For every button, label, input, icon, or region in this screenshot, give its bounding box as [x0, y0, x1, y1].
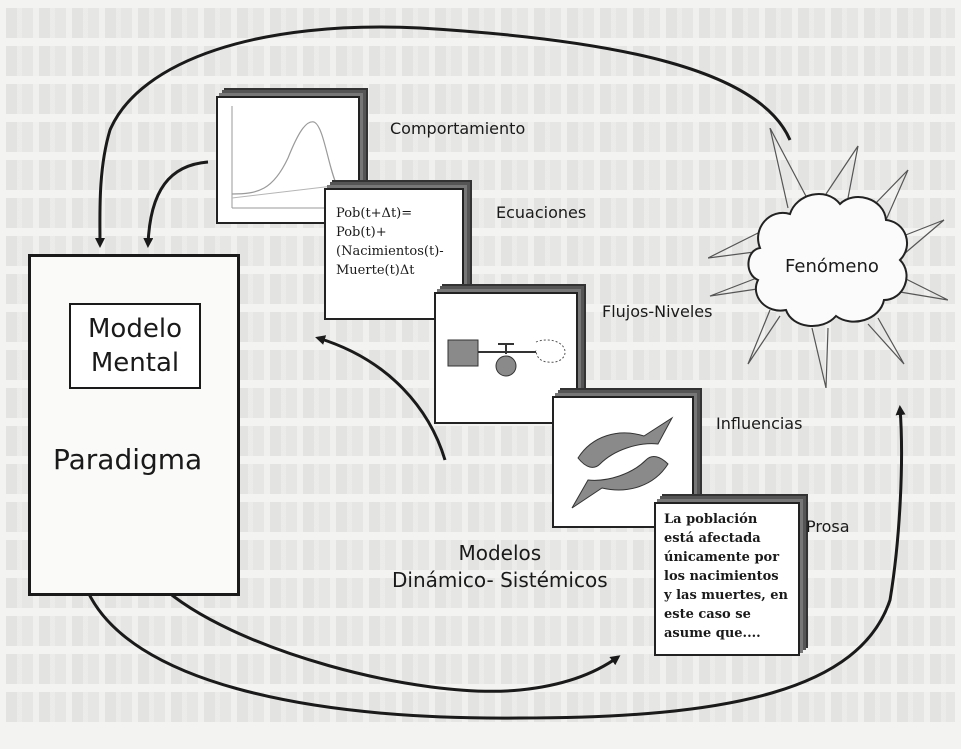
models-label-line1: Modelos: [458, 541, 542, 565]
phenomenon-label: Fenómeno: [785, 256, 879, 277]
causal-loop-icon: [571, 416, 674, 509]
mental-model-box: Modelo Mental: [69, 303, 201, 389]
stock-flow-icon: [447, 339, 566, 377]
paradigm-label: Paradigma: [53, 443, 203, 476]
behavior-label: Comportamiento: [390, 119, 526, 138]
system-dynamics-models-label: Modelos Dinámico- Sistémicos: [392, 540, 608, 594]
models-label-line2: Dinámico- Sistémicos: [392, 568, 608, 592]
prose-label: Prosa: [806, 517, 850, 536]
influences-label: Influencias: [716, 414, 803, 433]
arrow-paradigm-to-prosa: [158, 583, 621, 693]
arrow-behavior-to-paradigm: [143, 160, 209, 248]
mental-model-label-line1: Modelo: [88, 314, 182, 344]
paradigm-box: Modelo Mental Paradigma: [28, 254, 240, 596]
phenomenon-cloud: [708, 128, 948, 388]
arrow-models-to-equations: [315, 335, 447, 461]
flows-levels-label: Flujos-Niveles: [602, 302, 713, 321]
equations-text: Pob(t+Δt)= Pob(t)+ (Nacimientos(t)- Muer…: [336, 206, 444, 278]
equations-label: Ecuaciones: [496, 203, 587, 222]
arrow-paradigm-to-phenomenon: [86, 405, 906, 720]
prose-card: La población está afectada únicamente po…: [654, 502, 800, 656]
mental-model-label-line2: Mental: [90, 348, 180, 378]
prose-text: La población está afectada únicamente po…: [664, 512, 788, 641]
arrow-phenomenon-to-paradigm: [94, 25, 792, 248]
